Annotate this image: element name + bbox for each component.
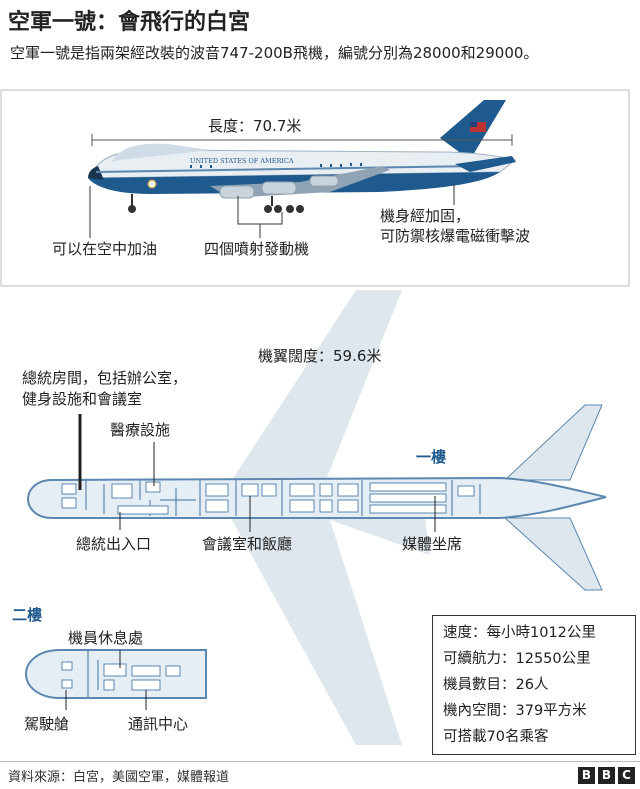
length-label: 長度：70.7米: [208, 117, 302, 135]
page-subtitle: 空軍一號是指兩架經改裝的波音747-200B飛機，編號分別為28000和2900…: [10, 44, 539, 62]
medical-label: 醫療設施: [110, 421, 171, 439]
bbc-logo-block-2: B: [598, 767, 615, 784]
conference-dining-label: 會議室和飯廳: [202, 535, 293, 553]
footer-divider: [0, 761, 640, 762]
president-room-label-line1: 總統房間，包括辦公室，: [22, 369, 188, 387]
spec-crew: 機員數目：26人: [443, 677, 549, 693]
nose-gear: [128, 205, 136, 213]
horizontal-stabilizer: [455, 156, 516, 172]
flag-icon: [470, 122, 486, 132]
engines-label: 四個噴射發動機: [204, 240, 310, 258]
source-note: 資料來源：白宮，美國空軍，媒體報道: [8, 770, 230, 785]
cockpit-label: 駕駛艙: [24, 715, 70, 733]
reinforced-label-line1: 機身經加固，: [380, 207, 471, 225]
upper-deck: [112, 143, 210, 162]
spec-passengers: 可搭載70名乘客: [443, 729, 549, 745]
bbc-logo-block-3: C: [618, 767, 635, 784]
president-exit-label: 總統出入口: [76, 535, 152, 553]
wing: [210, 166, 390, 198]
tail-stabilizer-top: [503, 404, 603, 481]
engine-icon: [309, 175, 339, 187]
bbc-logo-block-1: B: [578, 767, 595, 784]
spec-speed: 速度：每小時1012公里: [443, 625, 596, 641]
side-view-frame: [0, 89, 630, 287]
second-floor-label: 二樓: [12, 606, 43, 624]
crew-rest-label: 機員休息處: [68, 629, 144, 647]
president-room-label-line2: 健身設施和會議室: [22, 390, 143, 408]
tail-stabilizer-bottom: [503, 517, 603, 591]
media-seats-label: 媒體坐席: [402, 535, 463, 553]
seal-icon: [147, 179, 157, 189]
livery-text: UNITED STATES OF AMERICA: [190, 157, 294, 165]
plane-side-view: UNITED STATES OF AMERICA: [88, 100, 517, 213]
wingspan-label: 機翼闊度：59.6米: [258, 347, 382, 365]
comm-center-label: 通訊中心: [128, 715, 189, 733]
second-floor-seats: [61, 661, 181, 691]
reinforced-label-line2: 可防禦核爆電磁衝擊波: [380, 227, 531, 245]
engine-icon: [219, 185, 255, 199]
spec-space: 機內空間：379平方米: [443, 703, 587, 719]
refuel-label: 可以在空中加油: [52, 240, 158, 258]
seat-blocks: [61, 481, 475, 515]
plane-top-view: [24, 290, 607, 745]
first-floor-label: 一樓: [416, 448, 447, 466]
page-title: 空軍一號：會飛行的白宮: [8, 10, 251, 35]
spec-range: 可續航力：12550公里: [443, 651, 591, 667]
specs-box: 速度：每小時1012公里 可續航力：12550公里 機員數目：26人 機內空間：…: [432, 615, 636, 755]
engine-icon: [261, 181, 297, 195]
